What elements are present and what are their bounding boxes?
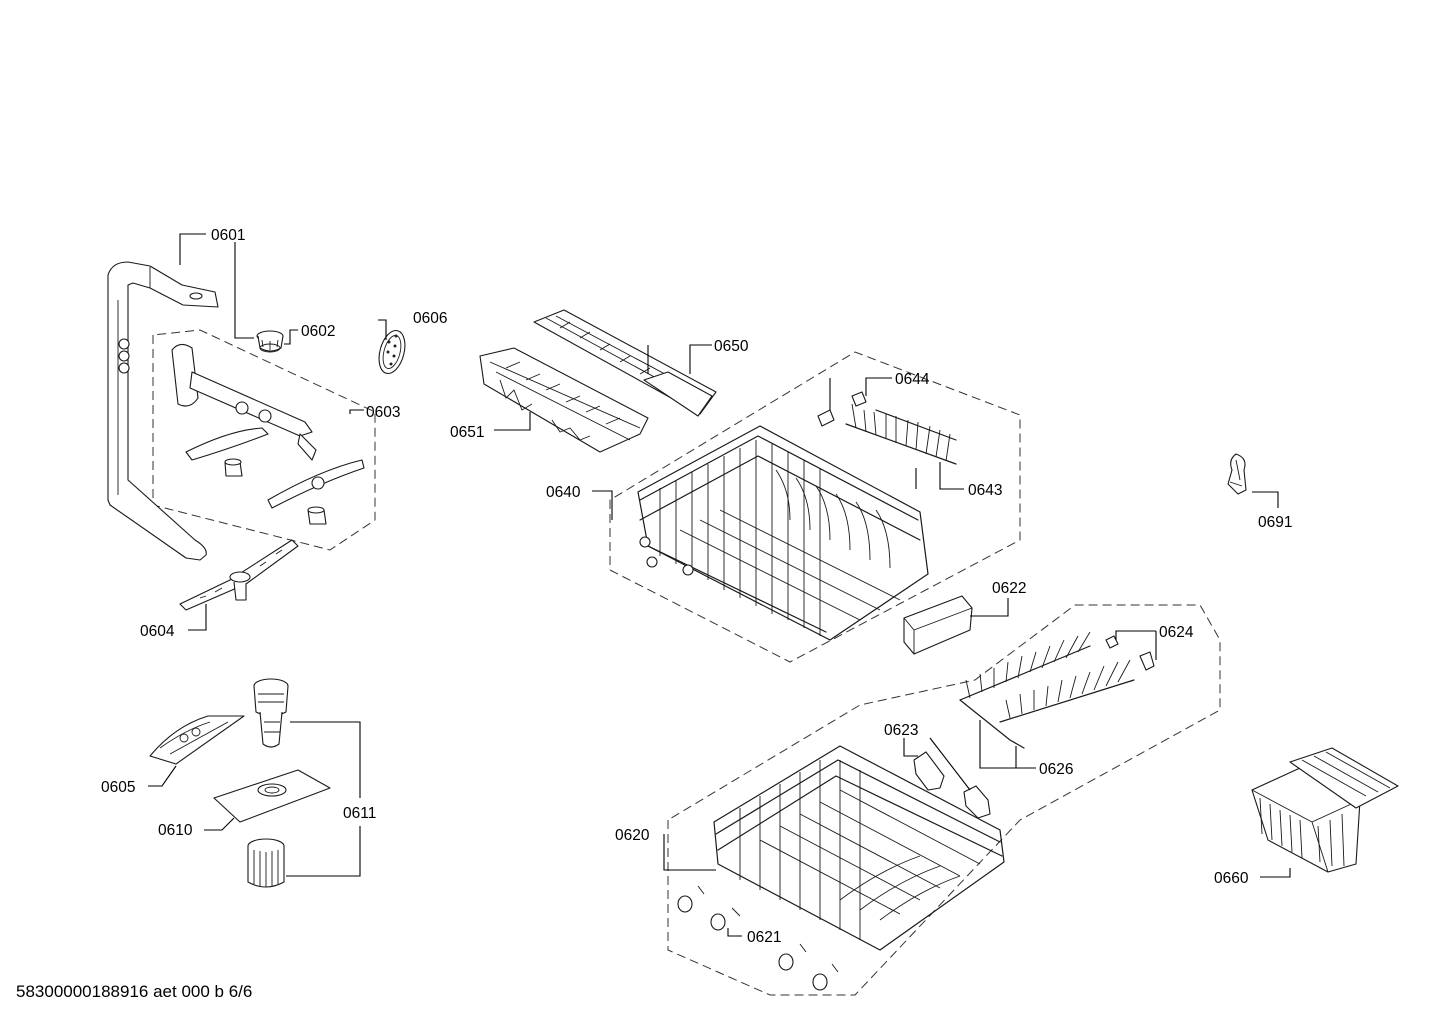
callout-0610: 0610 xyxy=(158,822,193,839)
callout-0626: 0626 xyxy=(1039,761,1073,778)
callout-0623: 0623 xyxy=(884,722,918,739)
callout-0644: 0644 xyxy=(895,371,930,388)
folding-tines-0643 xyxy=(845,403,957,465)
drawing-id-footer: 58300000188916 aet 000 b 6/6 xyxy=(16,982,252,1001)
holder-0622 xyxy=(903,595,973,655)
flat-filter-0610 xyxy=(213,769,331,823)
round-filter-0606 xyxy=(378,329,406,375)
folding-tines-0626 xyxy=(959,631,1135,749)
spray-supply-pipe-0601 xyxy=(107,261,219,561)
rack-adjuster-0623 xyxy=(913,751,991,819)
cutlery-tray-0650 xyxy=(533,309,717,417)
upper-rack-group-boundary xyxy=(609,351,1021,663)
callout-0611: 0611 xyxy=(343,805,376,822)
clip-0691 xyxy=(1227,453,1247,495)
upper-basket-0640 xyxy=(637,425,929,641)
callout-0624: 0624 xyxy=(1159,624,1194,641)
lower-basket-0620 xyxy=(713,745,1005,951)
nozzle-0602 xyxy=(256,330,284,353)
callout-0640: 0640 xyxy=(546,484,581,501)
callout-0651: 0651 xyxy=(450,424,484,441)
lower-rack-group-boundary xyxy=(667,604,1221,996)
cutlery-basket-0660 xyxy=(1251,747,1399,873)
clip-0624 xyxy=(1105,635,1155,671)
callout-0602: 0602 xyxy=(301,323,335,340)
callout-0621: 0621 xyxy=(747,929,781,946)
callout-0691: 0691 xyxy=(1258,514,1292,531)
fine-filter-0605 xyxy=(149,715,245,765)
callout-0601: 0601 xyxy=(211,227,245,244)
callout-0620: 0620 xyxy=(615,827,650,844)
cutlery-tray-0651 xyxy=(479,347,649,453)
micro-filter-0611 xyxy=(247,838,285,888)
rack-clip-0644 xyxy=(817,391,867,427)
callout-0604: 0604 xyxy=(140,623,175,640)
callout-0605: 0605 xyxy=(101,779,135,796)
filter-cylinder-0611 xyxy=(253,678,289,748)
callout-0650: 0650 xyxy=(714,338,749,355)
upper-spray-arm-0603 xyxy=(171,343,365,525)
wheels-0621 xyxy=(677,885,839,991)
callout-0643: 0643 xyxy=(968,482,1002,499)
lower-spray-arm-0604 xyxy=(179,539,299,611)
callout-0603: 0603 xyxy=(366,404,400,421)
callout-0606: 0606 xyxy=(413,310,447,327)
callout-0622: 0622 xyxy=(992,580,1026,597)
callout-0660: 0660 xyxy=(1214,870,1249,887)
leader-lines xyxy=(148,233,1291,937)
